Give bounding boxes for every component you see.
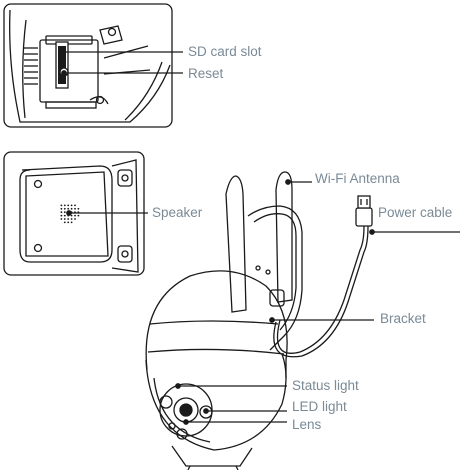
speaker-hole — [63, 207, 66, 210]
camera-face — [145, 353, 287, 451]
speaker-hole — [67, 204, 70, 207]
main-leaders — [175, 179, 460, 425]
mount-plate — [19, 165, 113, 263]
speaker-hole — [63, 204, 66, 207]
speaker-hole — [70, 204, 73, 207]
speaker-hole — [60, 207, 63, 210]
slot-housing — [39, 39, 99, 103]
led-light-left — [159, 395, 173, 409]
speaker-hole — [67, 221, 70, 224]
sd-reset-leaders — [60, 49, 183, 76]
speaker-hole — [70, 218, 73, 220]
speaker-hole — [74, 214, 76, 217]
speaker-hole — [60, 214, 63, 217]
usb-plug — [355, 207, 373, 227]
speaker-hole — [67, 218, 70, 220]
speaker-hole — [63, 214, 66, 217]
speaker-hole — [70, 207, 73, 210]
wifi-antenna-left — [225, 175, 247, 313]
speaker-label: Speaker — [152, 205, 203, 220]
camera-body-outline — [9, 9, 171, 123]
wifi-antenna-right — [275, 171, 293, 303]
sd-reset-closeup-panel — [3, 3, 173, 128]
speaker-hole — [70, 214, 73, 217]
speaker-hole — [60, 204, 63, 207]
sd-panel-frame — [3, 3, 173, 128]
led-light-right — [199, 405, 213, 419]
speaker-hole — [60, 218, 63, 220]
speaker-hole — [77, 207, 80, 210]
speaker-hole — [67, 207, 70, 210]
speaker-leader — [66, 210, 148, 216]
side-vents — [24, 47, 38, 85]
wifi-antenna-label: Wi-Fi Antenna — [315, 171, 400, 186]
main-camera — [145, 171, 373, 470]
sd-card-slot-label: SD card slot — [188, 44, 262, 59]
speaker-hole — [77, 214, 80, 217]
speaker-hole — [60, 211, 63, 214]
speaker-hole — [74, 218, 76, 220]
status-light-label: Status light — [292, 378, 359, 393]
speaker-hole — [63, 221, 66, 224]
speaker-hole — [63, 211, 66, 214]
speaker-grille — [60, 204, 80, 224]
speaker-hole — [74, 207, 76, 210]
speaker-hole — [63, 218, 66, 220]
camera-base — [171, 445, 253, 467]
camera-dome — [145, 270, 288, 378]
power-cable-label: Power cable — [378, 205, 453, 220]
reset-label: Reset — [188, 66, 224, 81]
lens-label: Lens — [292, 417, 322, 432]
led-light-label: LED light — [292, 399, 347, 414]
bracket-label: Bracket — [380, 311, 426, 326]
speaker-hole — [74, 204, 76, 207]
speaker-hole — [70, 221, 73, 224]
power-cable — [276, 225, 365, 354]
